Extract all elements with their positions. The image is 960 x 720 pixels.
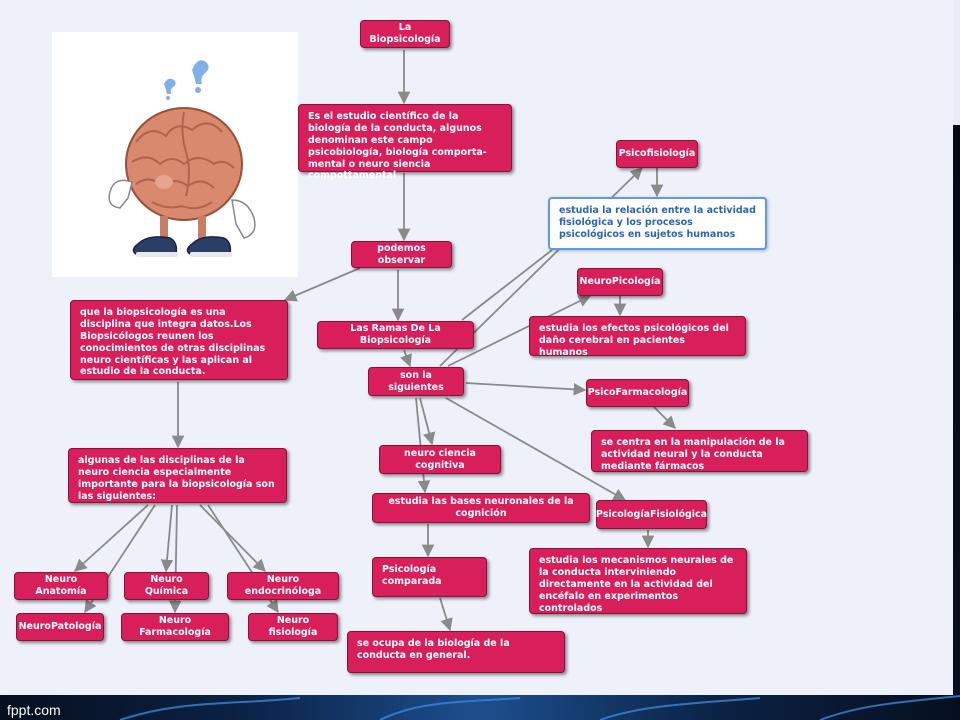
node-definition[interactable]: Es el estudio científico de la biología … [298, 104, 512, 181]
node-neuropatologia[interactable]: NeuroPatología [16, 613, 104, 641]
node-integra-datos[interactable]: que la biopsicología es una disciplina q… [70, 300, 288, 380]
node-psicofarmacologia[interactable]: PsicoFarmacología [586, 379, 689, 407]
node-psicofisiologia[interactable]: Psicofisiología [616, 140, 698, 168]
link-siguientes-neuropsicologia [447, 295, 592, 367]
link-algunas-quimica [160, 504, 174, 573]
node-neuropsicologia[interactable]: NeuroPicología [577, 268, 663, 296]
node-psicofisiologia-desc[interactable]: estudia la relación entre la actividad f… [548, 197, 767, 250]
link-siguientes-cognitiva [419, 397, 436, 446]
node-neuro-farmacologia[interactable]: Neuro Farmacología [121, 613, 229, 641]
node-podemos-observar[interactable]: podemos observar [351, 241, 452, 268]
link-psicofarmacologia-desc [653, 406, 676, 429]
link-algunas-endocrino [199, 504, 266, 572]
canvas-edge [953, 0, 960, 125]
node-neuro-endocrinologa[interactable]: Neuro endocrinóloga [227, 572, 339, 600]
node-algunas-disciplinas[interactable]: algunas de las disciplinas de la neuro c… [68, 448, 287, 503]
node-cognitiva-desc[interactable]: estudia las bases neuronales de la cogni… [372, 493, 590, 523]
node-title[interactable]: La Biopsicología [360, 20, 450, 48]
brain-character-icon [108, 60, 256, 257]
node-ramas[interactable]: Las Ramas De La Biopsicología [317, 321, 474, 349]
node-psicofisiologica-desc[interactable]: estudia los mecanismos neurales de la co… [529, 548, 747, 614]
link-algunas-anatomia [74, 504, 149, 572]
link-siguientes-psicofarmacologia [465, 382, 587, 396]
link-comparada-desc [439, 597, 453, 632]
node-neuro-anatomia[interactable]: Neuro Anatomía [14, 572, 108, 600]
link-podemos-integra [283, 267, 361, 302]
node-comparada-desc[interactable]: se ocupa de la biología de la conducta e… [347, 631, 565, 673]
brain-illustration [52, 32, 298, 277]
node-psicologia-fisiologica[interactable]: PsicologíaFisiológica [596, 500, 707, 529]
node-neuropsicologia-desc[interactable]: estudia los efectos psicológicos del dañ… [529, 316, 746, 358]
link-desc-ramas [461, 249, 553, 321]
node-neuro-quimica[interactable]: Neuro Química [124, 572, 209, 600]
node-psicologia-comparada[interactable]: Psicología comparada [372, 557, 487, 597]
node-psicofarmacologia-desc[interactable]: se centra en la manipulación de la activ… [591, 430, 808, 472]
watermark: fppt.com [7, 702, 61, 718]
node-son-siguientes[interactable]: son la siguientes [368, 367, 464, 396]
link-siguientes-psicofisiologica [445, 397, 627, 501]
link-ramas-siguientes [400, 349, 412, 368]
node-neuro-fisiologia[interactable]: Neuro fisiología [248, 613, 338, 641]
node-neuro-ciencia-cognitiva[interactable]: neuro ciencia cognitiva [379, 445, 501, 474]
